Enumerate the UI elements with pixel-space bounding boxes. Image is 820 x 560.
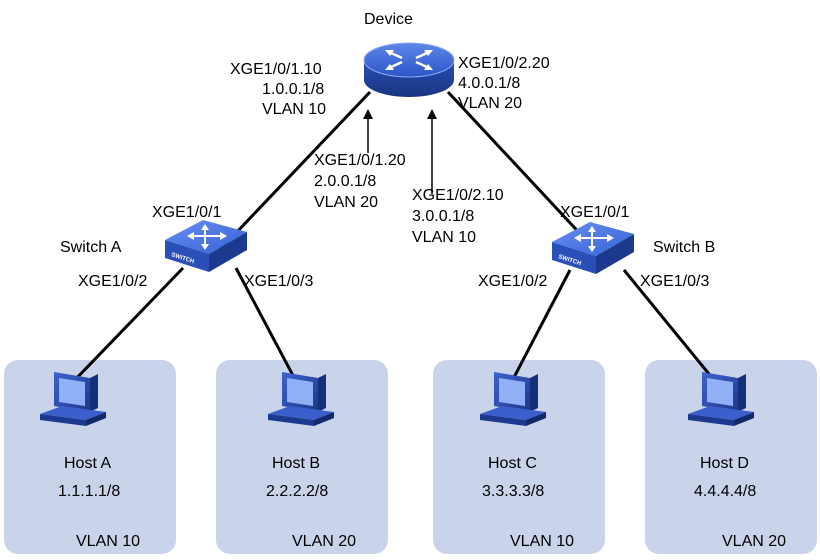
host-a-computer-icon xyxy=(40,372,106,426)
switch-b-name: Switch B xyxy=(653,239,715,256)
host-c-name: Host C xyxy=(488,455,537,472)
link-switch-a-host-a xyxy=(68,266,185,387)
switch-b-port-left: XGE1/0/2 xyxy=(478,273,547,290)
switch-a-name: Switch A xyxy=(60,239,122,256)
switch-a-port-right: XGE1/0/3 xyxy=(244,273,313,290)
host-a-ip: 1.1.1.1/8 xyxy=(58,483,120,500)
device-subif-1-20-vlan: VLAN 20 xyxy=(314,194,378,211)
link-device-switch-a xyxy=(213,90,372,257)
device-right-vlan: VLAN 20 xyxy=(458,95,522,112)
switch-b-port-right: XGE1/0/3 xyxy=(640,273,709,290)
vlan-area-host-a xyxy=(4,360,176,554)
device-left-ip: 1.0.0.1/8 xyxy=(262,81,324,98)
host-a-name: Host A xyxy=(64,455,111,472)
arrow-subif-1-20 xyxy=(363,109,373,153)
device-subif-1-20-interface: XGE1/0/1.20 xyxy=(314,152,406,169)
device-subif-1-20-ip: 2.0.0.1/8 xyxy=(314,173,376,190)
host-d-name: Host D xyxy=(700,455,749,472)
device-name: Device xyxy=(364,11,413,28)
device-subif-2-10-ip: 3.0.0.1/8 xyxy=(412,208,474,225)
host-b-ip: 2.2.2.2/8 xyxy=(266,483,328,500)
switch-b-uplink-port: XGE1/0/1 xyxy=(560,204,629,221)
vlan-area-host-c xyxy=(433,360,605,554)
host-c-vlan: VLAN 10 xyxy=(510,533,574,550)
device-subif-2-10-vlan: VLAN 10 xyxy=(412,229,476,246)
vlan-area-host-d xyxy=(645,360,817,554)
vlan-area-host-b xyxy=(216,360,388,554)
host-d-computer-icon xyxy=(688,372,754,426)
host-d-vlan: VLAN 20 xyxy=(722,533,786,550)
link-switch-b-host-d xyxy=(622,269,720,386)
host-b-vlan: VLAN 20 xyxy=(292,533,356,550)
host-b-computer-icon xyxy=(268,372,334,426)
link-device-switch-b xyxy=(446,90,602,257)
device-subif-2-10-interface: XGE1/0/2.10 xyxy=(412,187,504,204)
switch-b-icon: SWITCH xyxy=(552,222,634,274)
host-d-ip: 4.4.4.4/8 xyxy=(694,483,756,500)
device-right-ip: 4.0.0.1/8 xyxy=(458,75,520,92)
switch-a-uplink-port: XGE1/0/1 xyxy=(152,204,221,221)
device-left-interface: XGE1/0/1.10 xyxy=(230,61,322,78)
device-right-interface: XGE1/0/2.20 xyxy=(458,55,550,72)
host-c-computer-icon xyxy=(480,372,546,426)
link-switch-b-host-c xyxy=(508,269,572,386)
device-left-vlan: VLAN 10 xyxy=(262,101,326,118)
host-a-vlan: VLAN 10 xyxy=(76,533,140,550)
switch-a-icon: SWITCH xyxy=(165,220,247,272)
host-c-ip: 3.3.3.3/8 xyxy=(482,483,544,500)
switch-a-port-left: XGE1/0/2 xyxy=(78,273,147,290)
router-icon xyxy=(363,42,455,97)
link-switch-a-host-b xyxy=(234,267,300,386)
host-b-name: Host B xyxy=(272,455,320,472)
arrow-subif-2-10 xyxy=(427,109,437,194)
